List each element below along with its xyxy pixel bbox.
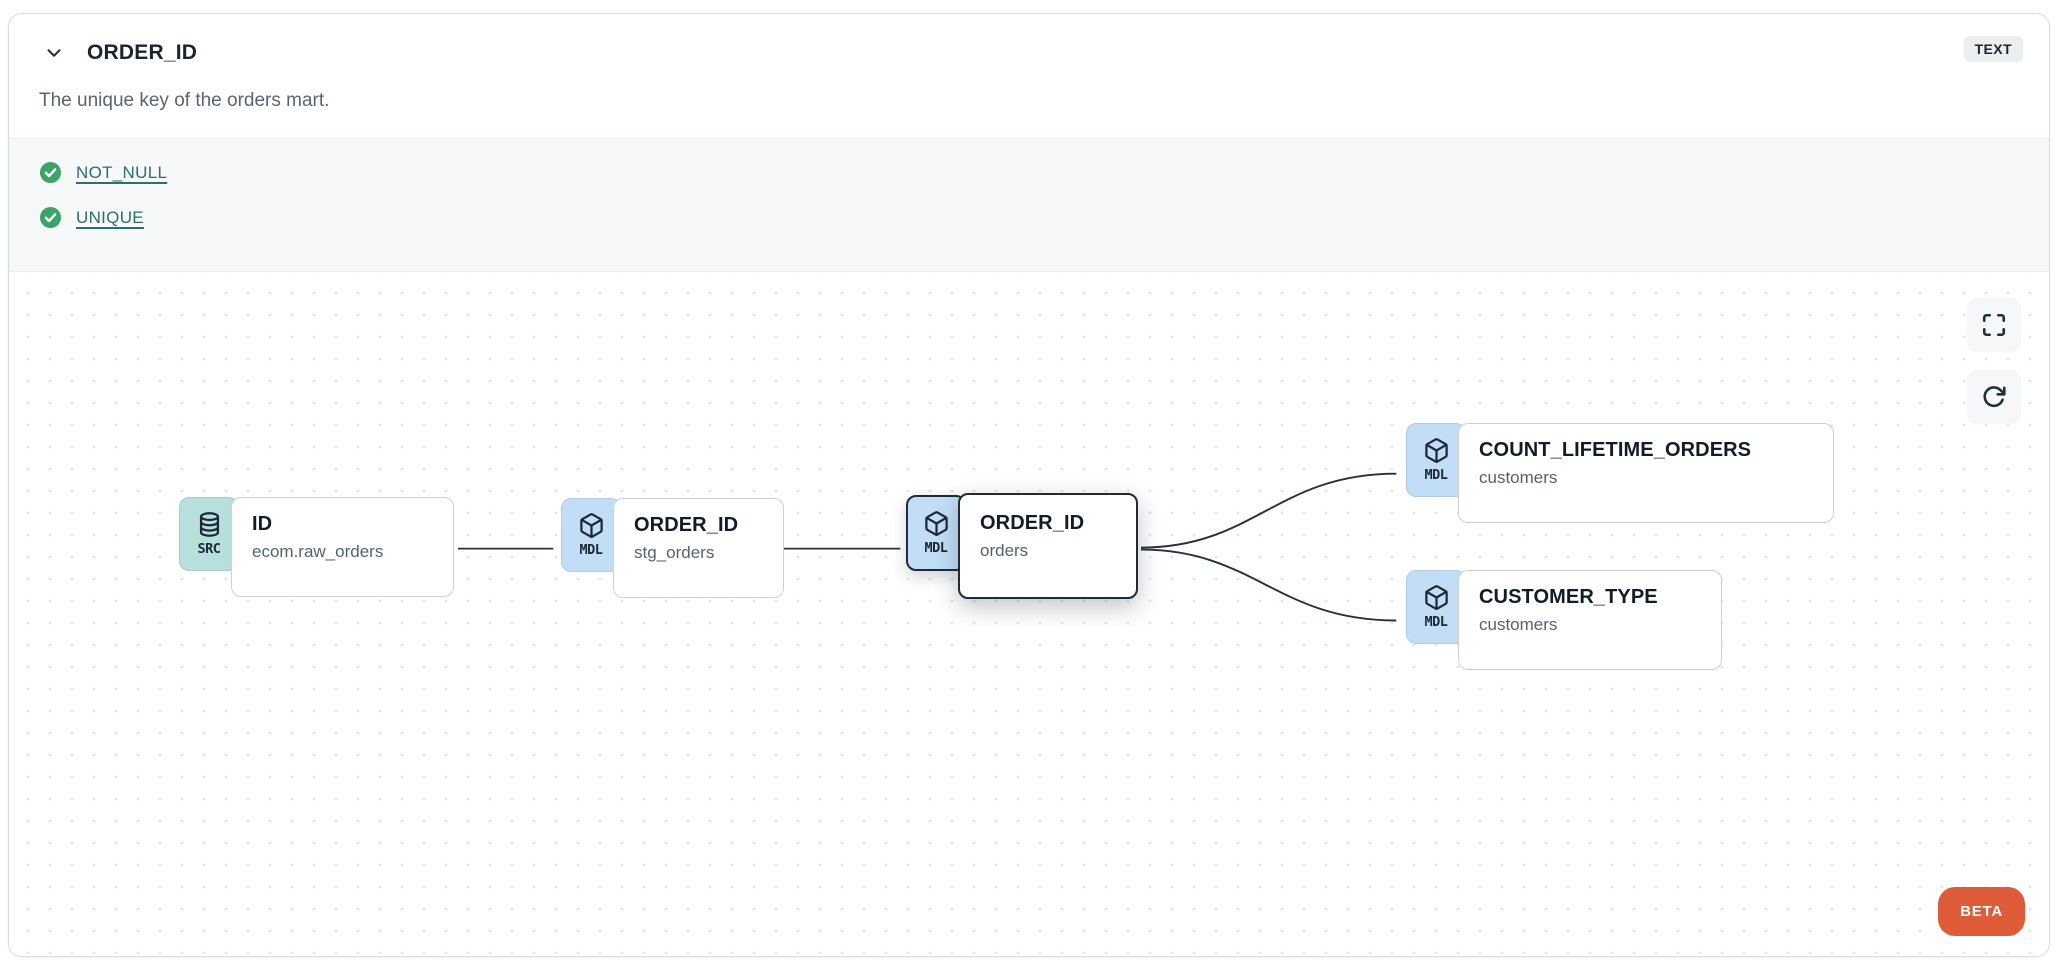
tests-section: NOT_NULL UNIQUE — [9, 138, 2049, 272]
node-card: COUNT_LIFETIME_ORDERS customers — [1458, 423, 1834, 523]
cube-icon — [578, 512, 605, 539]
canvas-controls — [1967, 298, 2021, 424]
node-type-badge: MDL — [561, 498, 621, 572]
node-card: ID ecom.raw_orders — [231, 497, 454, 597]
node-badge-label: MDL — [1424, 467, 1448, 483]
node-card: ORDER_ID orders — [958, 493, 1138, 599]
node-subtitle: customers — [1479, 468, 1558, 487]
maximize-icon — [1981, 312, 2007, 338]
cube-icon — [1423, 437, 1450, 464]
title-row: ORDER_ID — [39, 38, 2021, 68]
lineage-edges — [458, 472, 2049, 956]
node-title: ORDER_ID — [634, 514, 739, 536]
node-title: ID — [252, 513, 273, 535]
test-row: NOT_NULL — [39, 161, 2019, 184]
check-circle-icon — [39, 206, 62, 229]
test-link-unique[interactable]: UNIQUE — [76, 207, 144, 227]
lineage-node-count-lifetime-orders[interactable]: MDL COUNT_LIFETIME_ORDERS customers — [1406, 423, 1834, 523]
cube-icon — [923, 510, 950, 537]
node-type-badge: MDL — [1406, 423, 1466, 497]
node-subtitle: ecom.raw_orders — [252, 542, 384, 561]
header: ORDER_ID TEXT The unique key of the orde… — [9, 14, 2049, 138]
lineage-node-orders-selected[interactable]: MDL ORDER_ID orders — [851, 450, 1193, 644]
node-title: ORDER_ID — [980, 512, 1085, 534]
node-badge-label: SRC — [197, 541, 221, 557]
beta-badge: BETA — [1938, 887, 2025, 936]
node-subtitle: orders — [980, 541, 1029, 560]
node-subtitle: customers — [1479, 615, 1558, 634]
node-card: CUSTOMER_TYPE customers — [1458, 570, 1722, 670]
column-details-panel: ORDER_ID TEXT The unique key of the orde… — [8, 13, 2050, 957]
column-type-badge: TEXT — [1963, 36, 2023, 62]
node-badge-label: MDL — [924, 540, 948, 556]
node-type-badge: MDL — [906, 495, 966, 571]
chevron-down-icon[interactable] — [39, 38, 69, 68]
column-description: The unique key of the orders mart. — [39, 90, 330, 111]
refresh-icon — [1981, 384, 2007, 410]
cube-icon — [1423, 584, 1450, 611]
node-title: CUSTOMER_TYPE — [1479, 586, 1658, 608]
database-icon — [196, 511, 223, 538]
node-badge-label: MDL — [579, 542, 603, 558]
node-badge-label: MDL — [1424, 614, 1448, 630]
fullscreen-button[interactable] — [1967, 298, 2021, 352]
lineage-node-stg-orders[interactable]: MDL ORDER_ID stg_orders — [561, 498, 784, 598]
node-card: ORDER_ID stg_orders — [613, 498, 784, 598]
check-circle-icon — [39, 161, 62, 184]
lineage-node-source-id[interactable]: SRC ID ecom.raw_orders — [179, 497, 454, 597]
page-title: ORDER_ID — [87, 41, 198, 64]
node-title: COUNT_LIFETIME_ORDERS — [1479, 439, 1752, 461]
node-subtitle: stg_orders — [634, 543, 715, 562]
lineage-canvas[interactable]: SRC ID ecom.raw_orders MDL ORDE — [9, 272, 2049, 956]
refresh-button[interactable] — [1967, 370, 2021, 424]
node-type-badge: MDL — [1406, 570, 1466, 644]
test-link-not-null[interactable]: NOT_NULL — [76, 162, 168, 182]
node-type-badge: SRC — [179, 497, 239, 571]
lineage-node-customer-type[interactable]: MDL CUSTOMER_TYPE customers — [1406, 570, 1722, 670]
test-row: UNIQUE — [39, 206, 2019, 229]
